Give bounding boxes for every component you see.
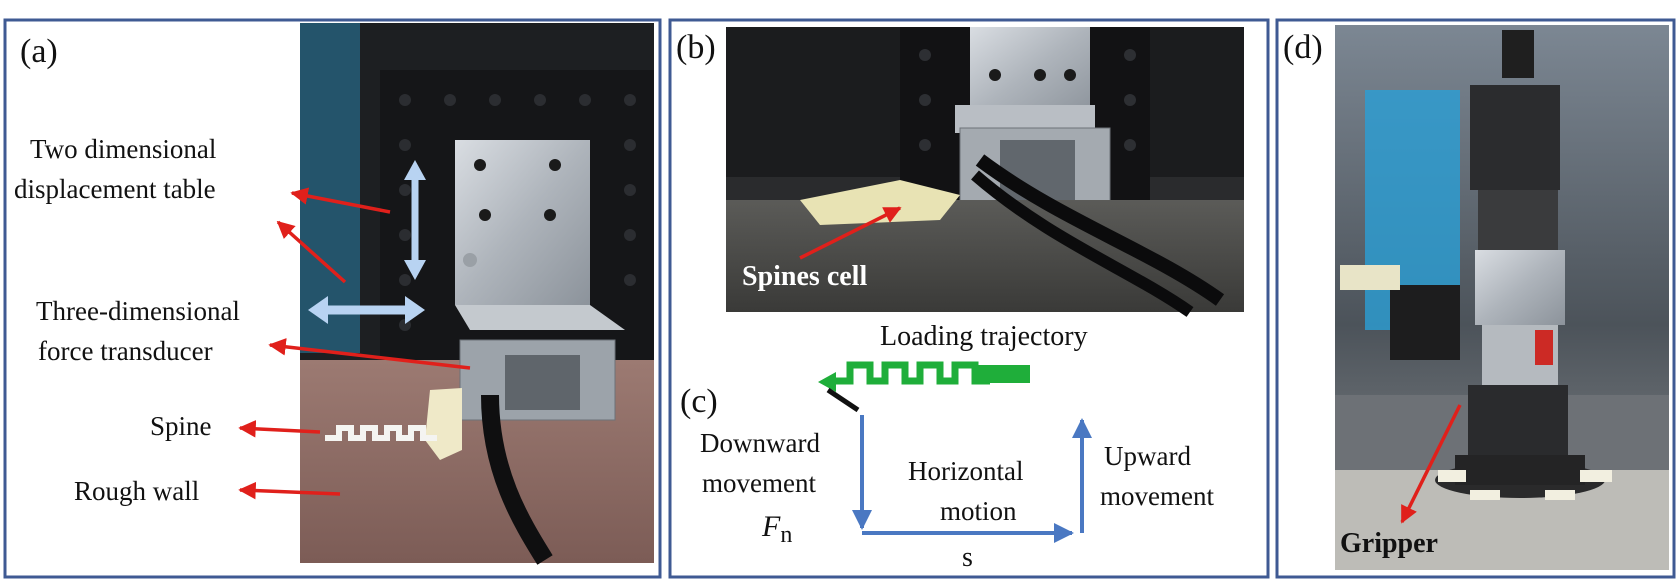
panel-c-tag: (c) xyxy=(680,383,718,420)
label-spine: Spine xyxy=(150,411,212,441)
label-displacement-symbol: s xyxy=(962,542,973,573)
label-spines-cell: Spines cell xyxy=(742,261,867,292)
label-displacement-line2: displacement table xyxy=(14,174,216,204)
panel-a-pointer-arrows xyxy=(238,187,471,500)
motion-path xyxy=(852,415,1092,543)
gripper-pointer xyxy=(1400,404,1462,524)
panel-b-tag: (b) xyxy=(676,29,716,66)
label-upward-line2: movement xyxy=(1100,481,1214,511)
label-upward-line1: Upward xyxy=(1104,441,1191,471)
panel-b-photo xyxy=(726,27,1244,317)
panel-d-photo xyxy=(1335,25,1669,570)
panel-d: (d) Gripper xyxy=(1275,18,1676,579)
label-rough-wall: Rough wall xyxy=(74,476,199,506)
label-force-line1: Three-dimensional xyxy=(36,296,240,326)
panel-bc: (b) Spines cell (c) Loading trajectory D… xyxy=(668,18,1270,579)
spines-cell-pointer xyxy=(799,206,902,260)
panel-a-tag: (a) xyxy=(20,33,58,70)
label-force-line2: force transducer xyxy=(38,336,213,366)
label-downward-line2: movement xyxy=(702,468,816,498)
displacement-arrows xyxy=(308,160,426,324)
label-gripper: Gripper xyxy=(1340,528,1438,559)
label-horizontal-line1: Horizontal xyxy=(908,456,1023,486)
loading-trajectory-curve xyxy=(818,361,1030,413)
label-loading-trajectory: Loading trajectory xyxy=(880,321,1088,352)
label-force-symbol: Fn xyxy=(761,510,792,548)
spine-tip xyxy=(826,387,860,413)
label-horizontal-line2: motion xyxy=(940,496,1017,526)
panel-d-tag: (d) xyxy=(1283,29,1323,66)
panel-a-photo xyxy=(300,23,654,565)
label-displacement-line1: Two dimensional xyxy=(30,134,216,164)
panel-a: (a) Two dimensional displacement table T… xyxy=(3,18,662,579)
label-downward-line1: Downward xyxy=(700,428,820,458)
